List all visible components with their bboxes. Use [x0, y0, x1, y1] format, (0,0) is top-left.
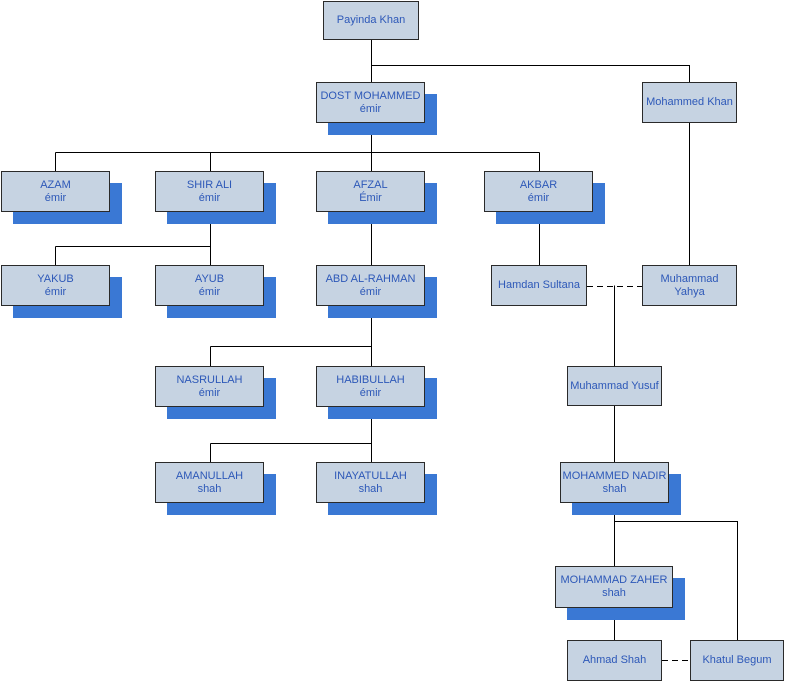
node-name: AYUB	[194, 272, 225, 285]
node-name: MOHAMMAD ZAHER	[560, 574, 668, 586]
node-azam: AZAM émir	[1, 171, 122, 224]
box-yakub: YAKUB émir	[1, 265, 110, 306]
box-azam: AZAM émir	[1, 171, 110, 212]
node-ayub: AYUB émir	[155, 265, 276, 318]
node-shir-ali: SHIR ALI émir	[155, 171, 276, 224]
node-name: AFZAL	[353, 178, 388, 191]
node-akbar: AKBAR émir	[484, 171, 605, 224]
box-inayatullah: INAYATULLAH shah	[316, 462, 425, 503]
node-name: Muhammad Yusuf	[570, 379, 659, 392]
node-habibullah: HABIBULLAH émir	[316, 366, 437, 419]
node-name: ABD AL-RAHMAN	[325, 272, 416, 285]
node-amanullah: AMANULLAH shah	[155, 462, 276, 515]
node-title: shah	[602, 482, 627, 495]
box-amanullah: AMANULLAH shah	[155, 462, 264, 503]
node-title: émir	[359, 285, 382, 298]
node-name: YAKUB	[37, 272, 74, 285]
box-abd-al-rahman: ABD AL-RAHMAN émir	[316, 265, 425, 306]
box-ayub: AYUB émir	[155, 265, 264, 306]
box-mohammad-zaher: MOHAMMAD ZAHER shah	[555, 566, 673, 608]
node-title: shah	[358, 482, 383, 495]
node-title: émir	[44, 285, 67, 298]
box-hamdan-sultana: Hamdan Sultana	[491, 265, 587, 306]
box-mohammed-khan: Mohammed Khan	[642, 82, 737, 123]
node-dost-mohammed: DOST MOHAMMED émir	[316, 82, 437, 135]
box-nasrullah: NASRULLAH émir	[155, 366, 264, 407]
node-name: MOHAMMED NADIR	[562, 469, 667, 482]
node-title: émir	[527, 191, 550, 204]
box-habibullah: HABIBULLAH émir	[316, 366, 425, 407]
node-mohammed-nadir: MOHAMMED NADIR shah	[560, 462, 681, 515]
node-name: AMANULLAH	[175, 469, 244, 482]
box-muhammad-yahya: Muhammad Yahya	[642, 265, 737, 306]
box-mohammed-nadir: MOHAMMED NADIR shah	[560, 462, 669, 503]
node-name: SHIR ALI	[186, 178, 233, 191]
node-name: Muhammad	[660, 272, 719, 285]
node-name: HABIBULLAH	[336, 373, 405, 386]
node-name-line2: Yahya	[674, 285, 705, 298]
node-yakub: YAKUB émir	[1, 265, 122, 318]
node-name: INAYATULLAH	[334, 469, 407, 482]
node-name: NASRULLAH	[176, 373, 243, 386]
node-name: Ahmad Shah	[582, 654, 647, 666]
box-payinda-khan: Payinda Khan	[323, 1, 419, 40]
box-akbar: AKBAR émir	[484, 171, 593, 212]
node-khatul-begum: Khatul Begum	[690, 640, 784, 681]
node-title: shah	[197, 482, 222, 495]
node-name: Khatul Begum	[702, 654, 772, 666]
node-title: émir	[44, 191, 67, 204]
node-mohammad-zaher: MOHAMMAD ZAHER shah	[555, 566, 685, 620]
node-abd-al-rahman: ABD AL-RAHMAN émir	[316, 265, 437, 318]
node-muhammad-yahya: Muhammad Yahya	[642, 265, 737, 306]
node-title: émir	[359, 386, 382, 399]
box-shir-ali: SHIR ALI émir	[155, 171, 264, 212]
node-name: Mohammed Khan	[646, 96, 733, 108]
node-title: émir	[198, 285, 221, 298]
node-muhammad-yusuf: Muhammad Yusuf	[567, 366, 662, 406]
node-ahmad-shah: Ahmad Shah	[567, 640, 662, 681]
node-title: émir	[359, 102, 382, 115]
box-ahmad-shah: Ahmad Shah	[567, 640, 662, 681]
node-title: Émir	[359, 191, 382, 204]
node-name: AKBAR	[519, 178, 558, 191]
node-title: émir	[198, 191, 221, 204]
box-afzal: AFZAL Émir	[316, 171, 425, 212]
node-nasrullah: NASRULLAH émir	[155, 366, 276, 419]
node-hamdan-sultana: Hamdan Sultana	[491, 265, 587, 306]
node-title: émir	[198, 386, 221, 399]
node-afzal: AFZAL Émir	[316, 171, 437, 224]
node-title: shah	[602, 587, 626, 599]
box-dost-mohammed: DOST MOHAMMED émir	[316, 82, 425, 123]
node-payinda-khan: Payinda Khan	[323, 1, 419, 40]
box-muhammad-yusuf: Muhammad Yusuf	[567, 366, 662, 406]
node-name: Payinda Khan	[336, 14, 406, 26]
node-name: DOST MOHAMMED	[320, 89, 421, 102]
node-name: Hamdan Sultana	[498, 279, 580, 291]
node-name: AZAM	[40, 178, 71, 191]
node-mohammed-khan: Mohammed Khan	[642, 82, 737, 123]
node-inayatullah: INAYATULLAH shah	[316, 462, 437, 515]
box-khatul-begum: Khatul Begum	[690, 640, 784, 681]
